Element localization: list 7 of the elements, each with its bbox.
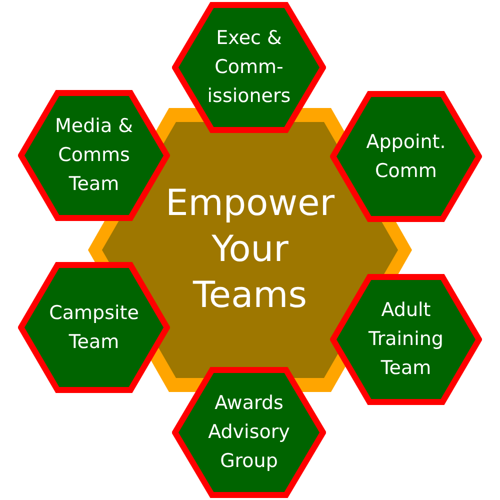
hexagon-label: Awards Advisory Group xyxy=(207,391,291,474)
hexagon-label: Appoint. Comm xyxy=(365,130,447,184)
hexagon-label: Media & Comms Team xyxy=(54,114,134,197)
hexagon-label: Campsite Team xyxy=(48,300,140,354)
hexagon-label: Adult Training Team xyxy=(368,298,444,381)
hexagon-label: Empower Your Teams xyxy=(164,182,336,318)
hexagon-label: Exec & Comm-issioners xyxy=(206,26,292,109)
